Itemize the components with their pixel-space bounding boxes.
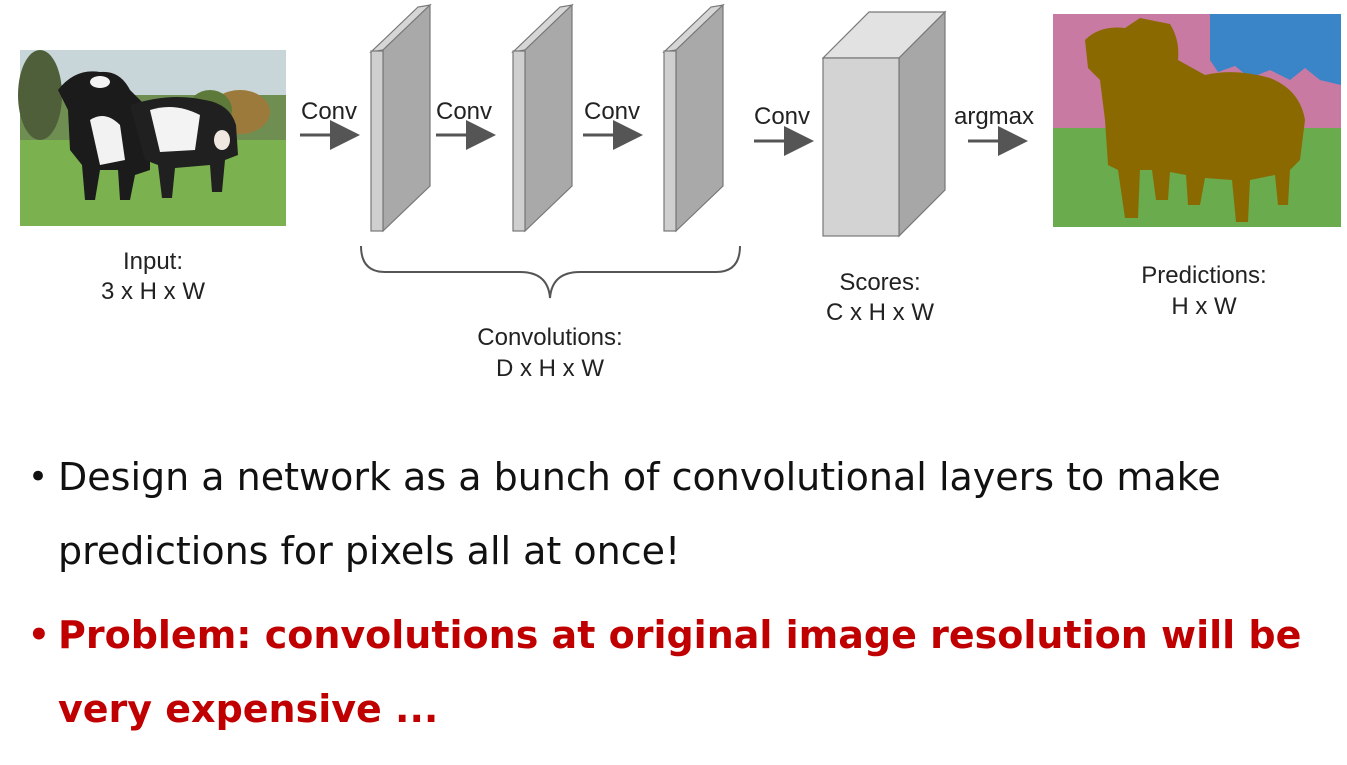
bullet-design-network: • Design a network as a bunch of convolu… [26,440,1326,588]
conv-layer-1 [369,3,432,233]
predictions-segmentation-map [1053,14,1341,227]
arrow-label: Conv [436,98,492,125]
predictions-label: Predictions: H x W [1141,262,1266,320]
input-cow-photo [18,50,286,226]
convolutions-label: Convolutions: D x H x W [477,324,622,382]
bullet-problem: • Problem: convolutions at original imag… [26,598,1326,746]
input-label-line2: 3 x H x W [101,278,205,305]
arrow-label: Conv [301,98,357,125]
convolutions-brace [360,245,741,299]
arrow-label: Conv [584,98,640,125]
arrow-conv-1: Conv [300,98,360,150]
input-label-line1: Input: [123,248,183,275]
scores-label: Scores: C x H x W [826,269,934,326]
arrow-conv-2: Conv [436,98,496,150]
convolutions-label-line2: D x H x W [496,355,604,382]
conv-layer-3 [662,3,725,233]
bullet-text: Design a network as a bunch of convoluti… [58,455,1221,573]
fcn-diagram: Conv Conv Conv Conv argmax [18,3,1341,382]
bullet-marker: • [28,457,49,497]
arrow-conv-3: Conv [583,98,643,150]
conv-layer-2 [511,3,574,233]
bullet-text: Problem: convolutions at original image … [58,613,1302,731]
bullet-list: • Design a network as a bunch of convolu… [26,440,1326,746]
arrow-label: Conv [754,103,810,130]
scores-label-line2: C x H x W [826,299,934,326]
bullet-marker: • [28,615,50,655]
arrow-label: argmax [954,103,1034,130]
input-label: Input: 3 x H x W [101,248,205,305]
scores-block [821,10,947,238]
convolutions-label-line1: Convolutions: [477,324,622,351]
arrow-conv-4: Conv [754,103,814,156]
predictions-label-line1: Predictions: [1141,262,1266,289]
scores-label-line1: Scores: [839,269,920,296]
arrow-argmax: argmax [954,103,1034,156]
predictions-label-line2: H x W [1171,293,1237,320]
